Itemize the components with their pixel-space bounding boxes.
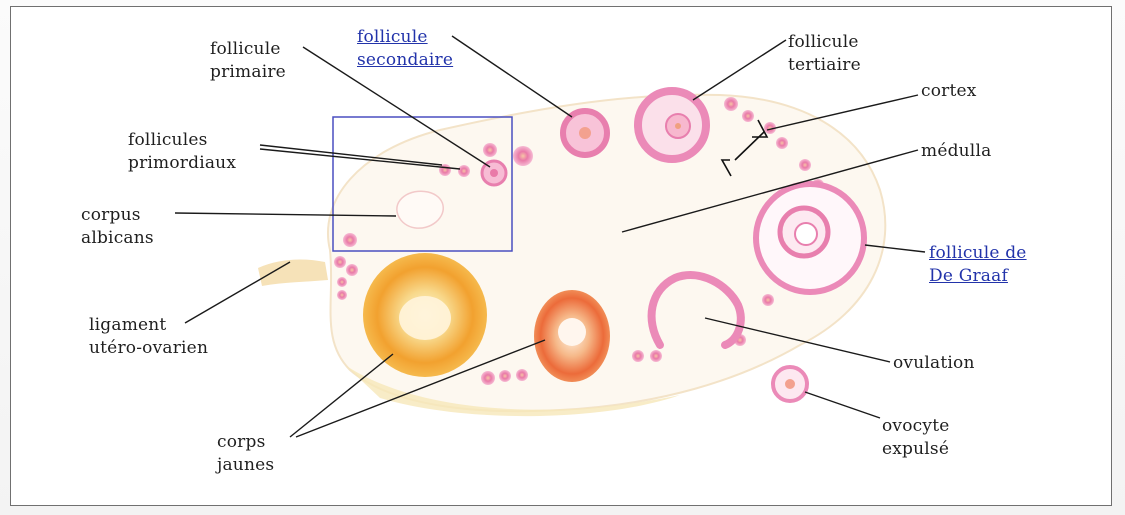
label-corpus-albicans: corpus albicans bbox=[81, 204, 154, 250]
label-follicule-primaire: follicule primaire bbox=[210, 38, 286, 84]
secondary-follicle-oocyte bbox=[579, 127, 591, 139]
tertiary-follicle-oocyte bbox=[675, 123, 681, 129]
link-follicule-de-graaf[interactable]: follicule de De Graaf bbox=[929, 242, 1027, 288]
corpus-luteum-small-core bbox=[558, 318, 586, 346]
cortex-follicle bbox=[513, 146, 533, 166]
label-medulla: médulla bbox=[921, 140, 991, 163]
cortex-follicle bbox=[337, 277, 347, 287]
cortex-follicle bbox=[799, 159, 811, 171]
label-follicule-tertiaire: follicule tertiaire bbox=[788, 31, 861, 77]
label-ovocyte-expulse: ovocyte expulsé bbox=[882, 415, 950, 461]
label-cortex: cortex bbox=[921, 80, 977, 103]
cortex-follicle bbox=[632, 350, 644, 362]
cortex-follicle bbox=[516, 369, 528, 381]
primordial-follicle bbox=[439, 164, 451, 176]
corpus-albicans-shape bbox=[397, 191, 443, 228]
cortex-follicle bbox=[742, 110, 754, 122]
graafian-follicle-oocyte bbox=[795, 223, 817, 245]
cortex-follicle bbox=[481, 371, 495, 385]
label-ovulation: ovulation bbox=[893, 352, 975, 375]
cortex-follicle bbox=[499, 370, 511, 382]
cortex-follicle bbox=[334, 256, 346, 268]
cortex-follicle bbox=[337, 290, 347, 300]
cortex-follicle bbox=[762, 294, 774, 306]
corpus-luteum-large-core bbox=[399, 296, 451, 340]
cortex-follicle bbox=[343, 233, 357, 247]
label-follicules-primordiaux: follicules primordiaux bbox=[128, 129, 236, 175]
primordial-follicle bbox=[483, 143, 497, 157]
cortex-follicle bbox=[650, 350, 662, 362]
primary-follicle-oocyte bbox=[490, 169, 498, 177]
cortex-follicle bbox=[346, 264, 358, 276]
primordial-follicle bbox=[458, 165, 470, 177]
cortex-follicle bbox=[724, 97, 738, 111]
label-corps-jaunes: corps jaunes bbox=[217, 431, 274, 477]
link-follicule-secondaire[interactable]: follicule secondaire bbox=[357, 26, 453, 72]
expelled-oocyte-center bbox=[785, 379, 795, 389]
cortex-follicle bbox=[776, 137, 788, 149]
leader-follicule-secondaire bbox=[452, 36, 572, 117]
label-ligament-utero-ovarien: ligament utéro-ovarien bbox=[89, 314, 208, 360]
leader-follicule-tertiaire bbox=[693, 40, 786, 100]
leader-ovocyte-expulse bbox=[805, 392, 880, 418]
ligament-shape bbox=[258, 260, 328, 286]
